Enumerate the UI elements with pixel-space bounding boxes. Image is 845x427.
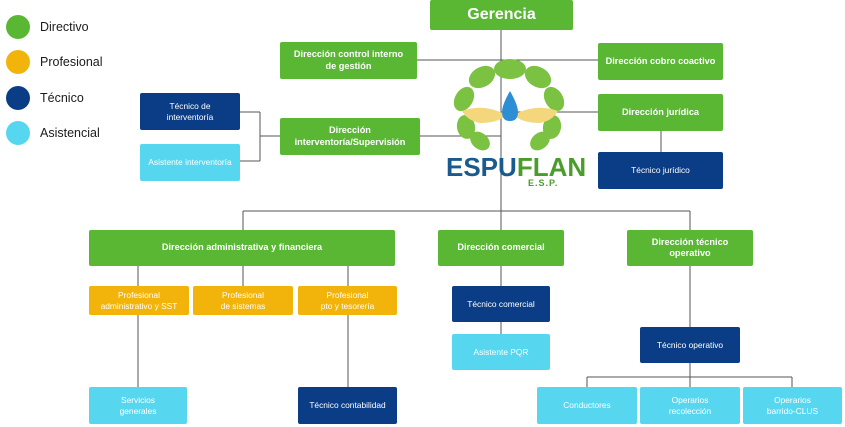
node-operarios-barrido: Operarios barrido-CLUS [743, 387, 842, 424]
node-tecnico-contabilidad: Técnico contabilidad [298, 387, 397, 424]
legend-label: Asistencial [40, 126, 100, 140]
legend-dot-yellow [6, 50, 30, 74]
legend-item-directivo: Directivo [6, 15, 89, 39]
node-gerencia: Gerencia [430, 0, 573, 30]
logo-part-flan: FLAN [516, 152, 587, 182]
node-tecnico-interventoria: Técnico de interventoría [140, 93, 240, 130]
node-asistente-interventoria: Asistente interventoría [140, 144, 240, 181]
node-control-interno: Dirección control interno de gestión [280, 42, 417, 79]
legend-item-profesional: Profesional [6, 50, 103, 74]
node-tecnico-juridico: Técnico jurídico [598, 152, 723, 189]
node-operarios-recoleccion: Operarios recolección [640, 387, 740, 424]
espuflan-logo-icon [453, 59, 565, 151]
node-prof-admin-sst: Profesional administrativo y SST [89, 286, 189, 315]
node-cobro-coactivo: Dirección cobro coactivo [598, 43, 723, 80]
legend-label: Técnico [40, 91, 84, 105]
node-prof-tesoreria: Profesional pto y tesorería [298, 286, 397, 315]
logo-subtitle: E.S.P. [528, 178, 559, 188]
legend-dot-green [6, 15, 30, 39]
legend-label: Profesional [40, 55, 103, 69]
node-tecnico-operativo: Técnico operativo [640, 327, 740, 363]
legend-dot-navy [6, 86, 30, 110]
legend-label: Directivo [40, 20, 89, 34]
node-interventoria: Dirección interventoría/Supervisión [280, 118, 420, 155]
node-administrativa: Dirección administrativa y financiera [89, 230, 395, 266]
node-comercial: Dirección comercial [438, 230, 564, 266]
logo-wordmark: ESPUFLAN [446, 152, 586, 183]
node-asistente-pqr: Asistente PQR [452, 334, 550, 370]
node-direccion-tecnico-operativo: Dirección técnico operativo [627, 230, 753, 266]
node-tecnico-comercial: Técnico comercial [452, 286, 550, 322]
node-juridica: Dirección jurídica [598, 94, 723, 131]
logo-part-espu: ESPU [446, 152, 517, 182]
legend-item-tecnico: Técnico [6, 86, 84, 110]
node-conductores: Conductores [537, 387, 637, 424]
legend-item-asistencial: Asistencial [6, 121, 100, 145]
node-prof-sistemas: Profesional de sistemas [193, 286, 293, 315]
node-servicios-generales: Servicios generales [89, 387, 187, 424]
legend-dot-cyan [6, 121, 30, 145]
